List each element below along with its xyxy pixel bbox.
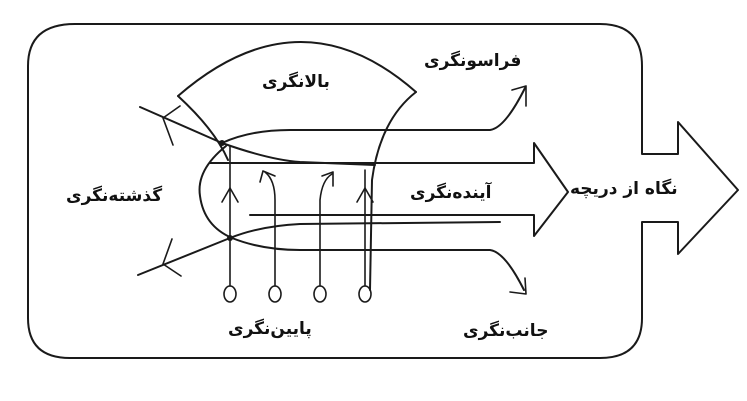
lower-crossing-node [227,235,233,241]
beyond-arrow [221,87,526,144]
label-downward: پایین‌نگری [228,319,312,339]
label-future: آینده‌نگری [410,183,492,203]
past-lower-arrowhead-icon [162,238,182,277]
label-lateral: جانب‌نگری [463,321,549,341]
upward-sector-right-edge [369,91,417,291]
lateral-arrowhead-icon [509,277,527,295]
upward-sector [177,41,417,97]
past-upper-line [139,106,376,166]
future-arrow [209,142,569,237]
window-frame [27,23,739,359]
beyond-arrowhead-icon [511,85,527,107]
upward-sector-left-edge [177,95,229,161]
label-past: گذشته‌نگری [66,186,163,206]
past-upper-arrowhead-icon [162,105,181,146]
label-upward: بالانگری [262,72,330,92]
past-lower-line [137,221,501,276]
label-window: نگاه از دریچه [570,179,678,199]
lateral-arrow [231,237,525,291]
loop [198,145,233,239]
roots [221,145,374,303]
upper-crossing-node [219,140,225,146]
label-beyond: فراسونگری [424,51,522,71]
